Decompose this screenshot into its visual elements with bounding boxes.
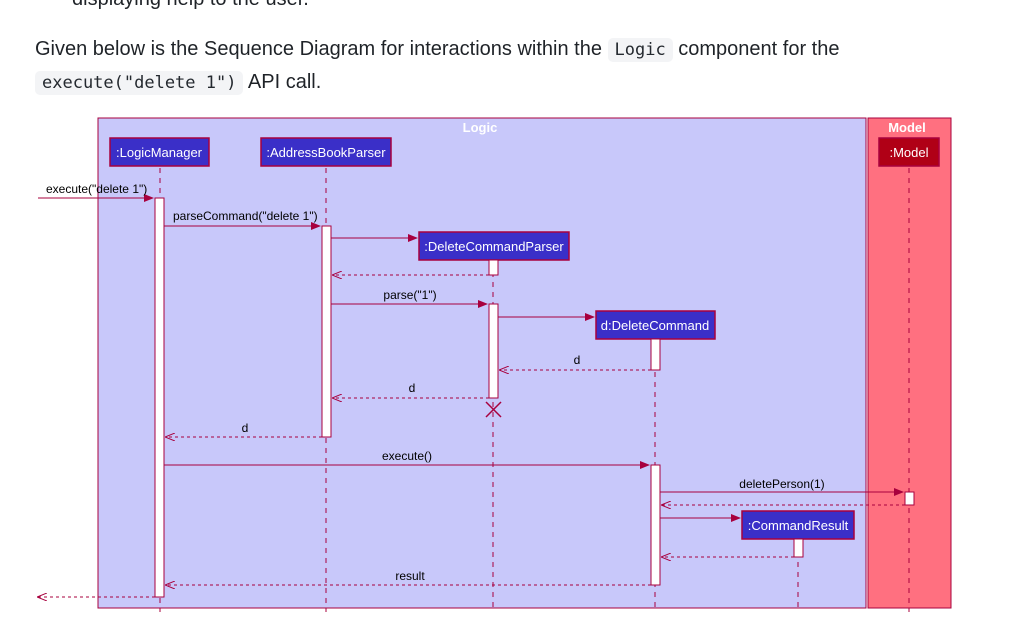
msg-execute-label: execute() bbox=[382, 449, 432, 463]
activation-address-book-parser bbox=[321, 225, 332, 438]
activation-model bbox=[904, 491, 915, 506]
intro-text-1: Given below is the Sequence Diagram for … bbox=[35, 38, 608, 60]
inline-code-execute-call: execute("delete 1") bbox=[35, 71, 244, 95]
msg-parse-label: parse("1") bbox=[383, 288, 436, 302]
msg-parse-command-label: parseCommand("delete 1") bbox=[173, 209, 318, 223]
msg-return-d1-label: d bbox=[574, 353, 581, 367]
logic-component-box: Logic bbox=[97, 117, 867, 609]
participant-command-result: :CommandResult bbox=[741, 510, 855, 540]
svg-text:d:DeleteCommand: d:DeleteCommand bbox=[601, 318, 709, 333]
logic-box-title: Logic bbox=[463, 120, 498, 135]
svg-text::AddressBookParser: :AddressBookParser bbox=[266, 145, 386, 160]
activation-parser-parse bbox=[488, 303, 499, 399]
msg-delete-person-label: deletePerson(1) bbox=[739, 477, 824, 491]
activation-delete-command-execute bbox=[650, 464, 661, 586]
participant-logic-manager: :LogicManager bbox=[109, 137, 210, 167]
participant-delete-command-parser: :DeleteCommandParser bbox=[418, 231, 570, 261]
svg-text::DeleteCommandParser: :DeleteCommandParser bbox=[424, 239, 564, 254]
activation-delete-command-construct bbox=[650, 338, 661, 371]
svg-text::Model: :Model bbox=[889, 145, 928, 160]
previous-paragraph-tail: displaying help to the user. bbox=[72, 0, 309, 11]
activation-command-result bbox=[793, 538, 804, 558]
messages bbox=[38, 194, 905, 597]
participant-delete-command: d:DeleteCommand bbox=[595, 310, 716, 340]
sequence-diagram: Logic Model :LogicManager :AddressBookPa… bbox=[36, 117, 952, 612]
inline-code-logic: Logic bbox=[607, 38, 673, 62]
svg-text::CommandResult: :CommandResult bbox=[748, 518, 849, 533]
model-box-title: Model bbox=[888, 120, 926, 135]
msg-return-d2-label: d bbox=[409, 381, 416, 395]
activation-parser-construct bbox=[488, 259, 499, 276]
intro-paragraph: Given below is the Sequence Diagram for … bbox=[35, 33, 975, 99]
svg-text::LogicManager: :LogicManager bbox=[116, 145, 203, 160]
destroy-icon bbox=[485, 401, 502, 418]
activation-bars bbox=[154, 197, 915, 598]
intro-text-2: component for the bbox=[672, 38, 840, 60]
activation-logic-manager bbox=[154, 197, 165, 598]
msg-execute-delete-label: execute("delete 1") bbox=[46, 182, 147, 196]
msg-result-label: result bbox=[395, 569, 425, 583]
msg-return-d3-label: d bbox=[242, 421, 249, 435]
participant-address-book-parser: :AddressBookParser bbox=[260, 137, 392, 167]
intro-text-3: API call. bbox=[243, 71, 322, 93]
participant-model: :Model bbox=[878, 137, 940, 167]
